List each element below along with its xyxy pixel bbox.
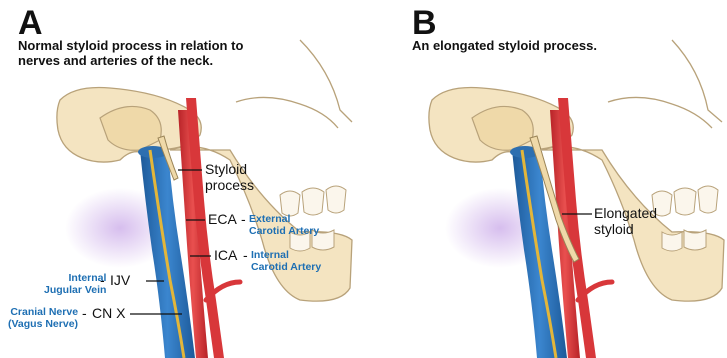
zygomatic-outline bbox=[236, 97, 338, 128]
label-styloid-process: Styloid process bbox=[205, 161, 254, 193]
zygomatic-outline-b bbox=[608, 97, 712, 128]
panel-b-drawing bbox=[429, 40, 724, 358]
panel-b-letter: B bbox=[412, 6, 437, 40]
label-eca-full: External Carotid Artery bbox=[249, 213, 319, 237]
label-ijv-full: Internal Jugular Vein bbox=[44, 272, 106, 296]
label-eca-abbr: ECA bbox=[208, 211, 237, 227]
label-cnx-abbr: CN X bbox=[92, 305, 125, 321]
label-elongated-styloid: Elongated styloid bbox=[594, 205, 657, 237]
skull-outline-b bbox=[672, 40, 722, 122]
dash-ica: - bbox=[243, 247, 248, 263]
panel-a-caption: Normal styloid process in relation to ne… bbox=[18, 38, 243, 68]
label-ica-full: Internal Carotid Artery bbox=[251, 249, 321, 273]
panel-b-caption: An elongated styloid process. bbox=[412, 38, 597, 53]
panel-a-letter: A bbox=[18, 6, 43, 40]
label-cnx-full: Cranial Nerve (Vagus Nerve) bbox=[8, 306, 78, 330]
skull-outline bbox=[300, 40, 352, 122]
dash-cnx: - bbox=[82, 305, 87, 321]
label-ijv-abbr: IJV bbox=[110, 272, 130, 288]
dash-eca: - bbox=[241, 211, 246, 227]
label-ica-abbr: ICA bbox=[214, 247, 237, 263]
dash-ijv: - bbox=[100, 272, 105, 288]
